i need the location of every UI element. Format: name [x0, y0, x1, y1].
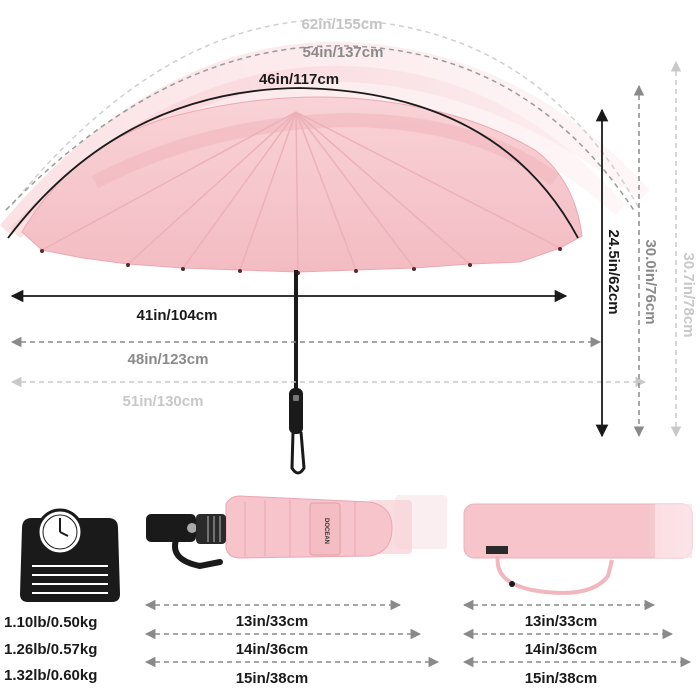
folded-umbrella: DOCEAN	[146, 495, 447, 570]
sleeve-label-medium: 14in/36cm	[525, 641, 598, 658]
height-label-small: 24.5in/62cm	[605, 229, 622, 314]
folded-label-large: 15in/38cm	[236, 670, 309, 687]
weight-item-3: 1.32lb/0.60kg	[4, 667, 98, 684]
folded-brand-text: DOCEAN	[323, 518, 329, 544]
arc-label-medium: 54in/137cm	[303, 44, 384, 61]
arc-line-small	[7, 87, 579, 239]
ghost-canopy-medium	[10, 65, 625, 238]
weight-item-2: 1.26lb/0.57kg	[4, 640, 98, 658]
folded-label-small: 13in/33cm	[236, 613, 309, 630]
arc-label-small: 46in/117cm	[259, 71, 339, 88]
umbrella-canopy	[21, 96, 583, 275]
umbrella-sleeve	[463, 503, 693, 595]
arc-label-large: 62in/155cm	[302, 16, 383, 33]
weight-item-1: 1.10lb/0.50kg	[4, 614, 98, 631]
height-label-large: 30.7in/78cm	[680, 252, 697, 337]
weight-list: 1.10lb/0.50kg 1.26lb/0.57kg 1.32lb/0.60k…	[4, 610, 97, 690]
width-label-small: 41in/104cm	[137, 307, 218, 324]
height-label-medium: 30.0in/76cm	[642, 239, 659, 324]
width-label-medium: 48in/123cm	[128, 351, 209, 368]
umbrella-shaft-handle	[289, 270, 306, 475]
weight-scale-icon	[20, 508, 120, 602]
arc-line-large	[11, 18, 641, 211]
width-label-large: 51in/130cm	[123, 393, 204, 410]
sleeve-label-large: 15in/38cm	[525, 670, 598, 687]
folded-label-medium: 14in/36cm	[236, 641, 309, 658]
sleeve-label-small: 13in/33cm	[525, 613, 598, 630]
